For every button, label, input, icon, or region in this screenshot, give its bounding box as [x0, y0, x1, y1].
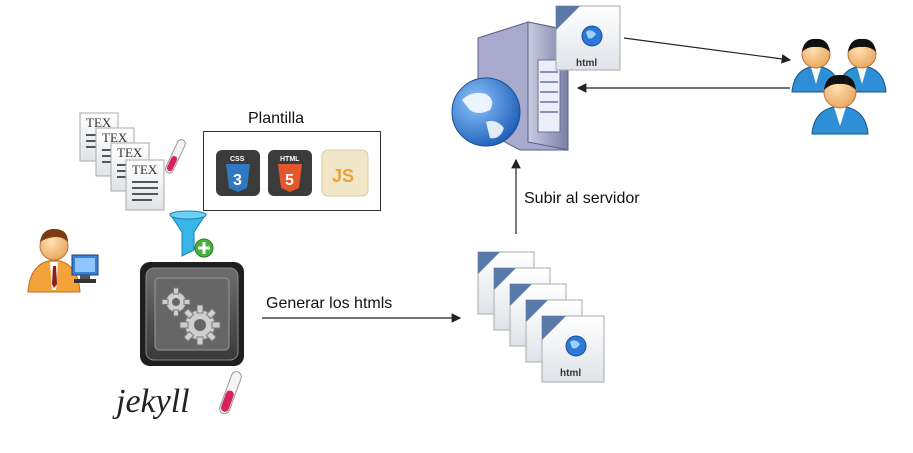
css3-badge-icon: CSS 3	[216, 150, 260, 196]
arrow-server-to-users	[623, 37, 792, 64]
subir-label: Subir al servidor	[524, 190, 640, 207]
gear-icon-large	[179, 304, 221, 346]
tex-label-1: TEX	[86, 115, 112, 130]
jekyll-logo-text: jekyll	[112, 383, 190, 420]
html-badge-label: HTML	[280, 156, 300, 163]
tex-label-2: TEX	[102, 130, 128, 145]
filter-add-icon	[169, 210, 214, 258]
globe-icon	[451, 77, 521, 147]
svg-text:3: 3	[233, 172, 242, 189]
tex-label-4: TEX	[132, 162, 158, 177]
js-badge-label: JS	[332, 166, 354, 186]
developer-user-icon	[27, 228, 99, 293]
tex-documents-icon: TEX TEX TEX TEX	[79, 112, 165, 211]
plantilla-label: Plantilla	[248, 110, 305, 127]
css-badge-label: CSS	[230, 156, 245, 163]
tex-label-3: TEX	[117, 145, 143, 160]
users-group-icon	[791, 38, 887, 135]
generated-html-pages-icon: html	[477, 251, 605, 383]
test-tube-icon	[164, 139, 186, 174]
jekyll-test-tube-icon	[219, 371, 242, 415]
js-badge-icon: JS	[321, 149, 369, 197]
html5-badge-icon: HTML 5	[268, 150, 312, 196]
web-server-icon	[451, 21, 569, 151]
svg-text:5: 5	[285, 172, 294, 189]
html-label-stack: html	[560, 368, 581, 379]
jekyll-engine-icon: jekyll	[112, 262, 244, 420]
generar-label: Generar los htmls	[266, 295, 393, 312]
html-page-icon: html	[555, 5, 621, 71]
html-label-server: html	[576, 58, 597, 69]
gear-icon-small	[161, 287, 191, 317]
